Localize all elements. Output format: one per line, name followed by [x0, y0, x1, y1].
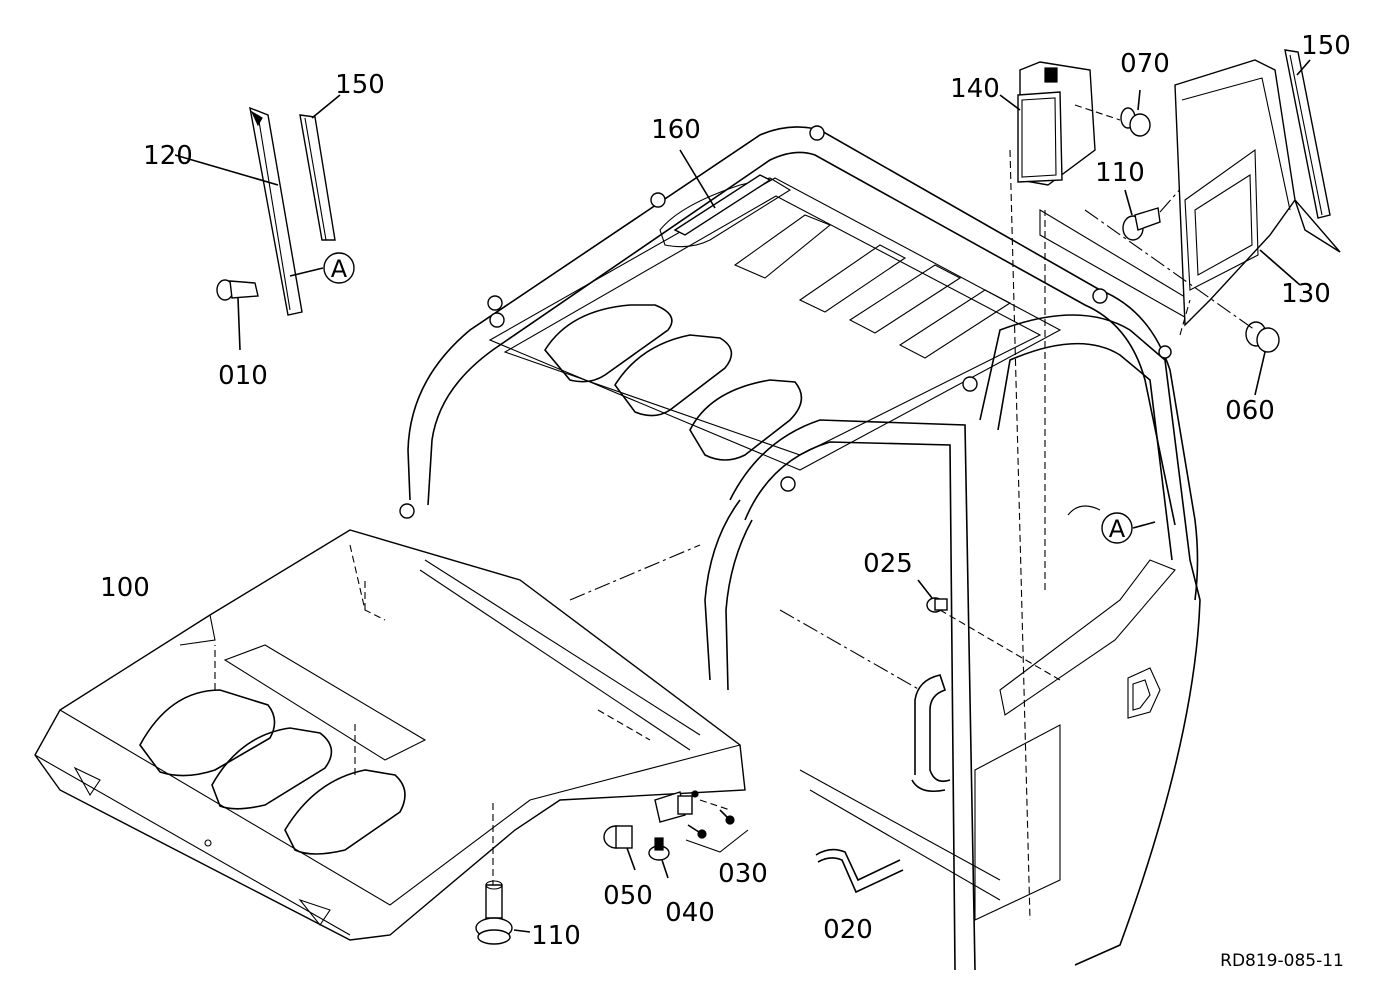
label-070: 070 — [1120, 49, 1170, 79]
ref-a-right: A — [1067, 505, 1156, 544]
label-060: 060 — [1225, 396, 1275, 426]
label-010: 010 — [218, 361, 268, 391]
label-050: 050 — [603, 881, 653, 911]
label-140: 140 — [950, 74, 1000, 104]
bolt-070 — [1074, 89, 1151, 137]
trim-130 — [1174, 59, 1341, 336]
label-020: 020 — [823, 915, 873, 945]
bolt-050 — [603, 825, 636, 871]
bar-160 — [673, 149, 772, 236]
ref-a-left: A — [289, 252, 355, 284]
latch-030 — [654, 790, 749, 853]
label-100: 100 — [100, 573, 150, 603]
roof-panel-100 — [34, 529, 746, 941]
drawing-code: RD819-085-11 — [1220, 951, 1344, 971]
nut-040 — [648, 837, 670, 879]
label-150-left: 150 — [335, 70, 385, 100]
bracket-140 — [999, 61, 1096, 186]
ref-a-left-label: A — [331, 255, 348, 283]
seal-150-right — [1284, 49, 1331, 219]
trim-120 — [174, 106, 303, 316]
label-130: 130 — [1281, 279, 1331, 309]
part-labels: 150 120 010 160 140 070 150 110 130 060 … — [100, 31, 1351, 971]
label-110-bottom: 110 — [531, 921, 581, 951]
ref-a-right-label: A — [1109, 515, 1126, 543]
label-160: 160 — [651, 115, 701, 145]
bolt-025 — [917, 579, 948, 613]
bolt-060 — [1084, 209, 1280, 396]
label-025: 025 — [863, 549, 913, 579]
cab-frame — [399, 125, 1201, 971]
label-120: 120 — [143, 141, 193, 171]
label-110-top: 110 — [1095, 158, 1145, 188]
label-040: 040 — [665, 898, 715, 928]
seal-150-left — [299, 94, 341, 241]
label-030: 030 — [718, 859, 768, 889]
bolt-110-bottom — [475, 880, 531, 945]
label-150-right: 150 — [1301, 31, 1351, 61]
rod-020 — [815, 848, 904, 894]
clip-010 — [216, 279, 259, 351]
